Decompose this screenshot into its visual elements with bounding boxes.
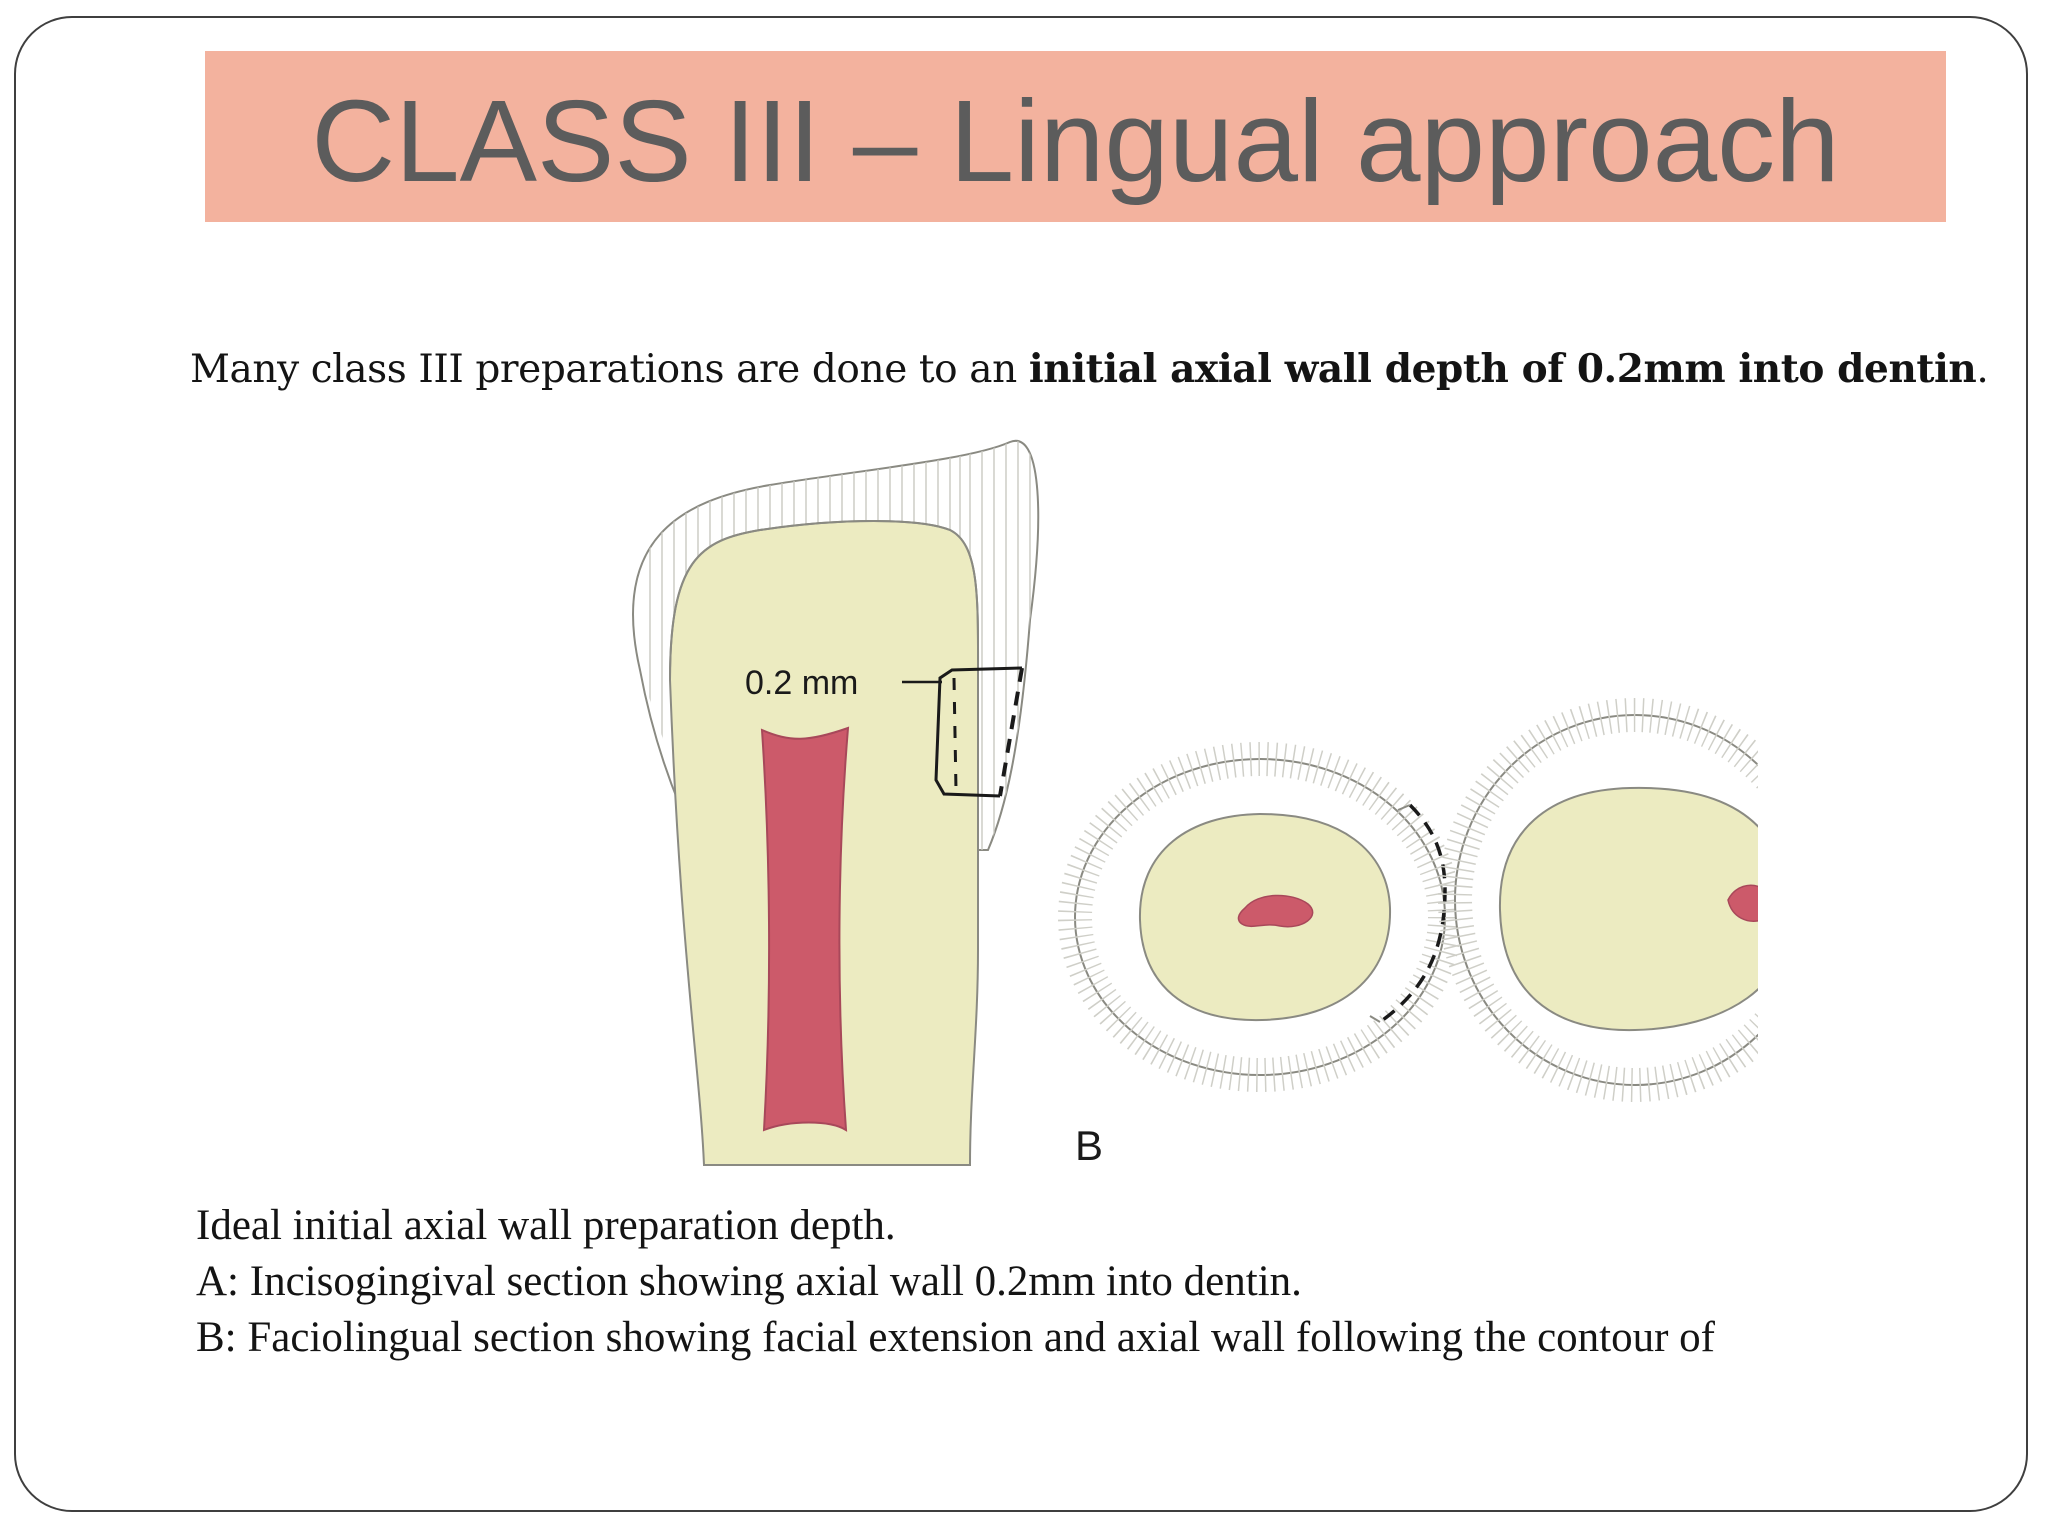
pulp-b-right xyxy=(1727,884,1758,922)
caption-line-2: A: Incisogingival section showing axial … xyxy=(196,1258,1302,1305)
prep-outline-b xyxy=(1378,803,1447,1024)
intro-plain: Many class III preparations are done to … xyxy=(190,347,1029,392)
label-b: B xyxy=(1075,1122,1103,1169)
title-banner: CLASS III – Lingual approach xyxy=(205,51,1946,222)
section-b xyxy=(1058,698,1758,1102)
slide-title: CLASS III – Lingual approach xyxy=(311,75,1840,206)
measure-label: 0.2 mm xyxy=(745,664,858,702)
pulp-b-left xyxy=(1237,894,1314,928)
pulp-a xyxy=(760,726,850,1132)
prep-dashed-inner-a xyxy=(952,677,958,791)
intro-end: . xyxy=(1976,347,1989,392)
caption-line-1: Ideal initial axial wall preparation dep… xyxy=(196,1202,896,1249)
caption-line-3: B: Faciolingual section showing facial e… xyxy=(196,1314,1715,1361)
dentin-b-right xyxy=(1498,786,1758,1032)
figure-caption: Ideal initial axial wall preparation dep… xyxy=(196,1198,2004,1388)
prep-dashed-wall-a xyxy=(998,667,1024,797)
tooth-section-diagram: 0.2 mm A B xyxy=(540,430,1760,1180)
section-a: 0.2 mm A xyxy=(540,439,1040,1169)
intro-bold: initial axial wall depth of 0.2mm into d… xyxy=(1028,346,1977,392)
intro-text: Many class III preparations are done to … xyxy=(190,344,1990,395)
prep-outline-a xyxy=(934,666,1023,798)
